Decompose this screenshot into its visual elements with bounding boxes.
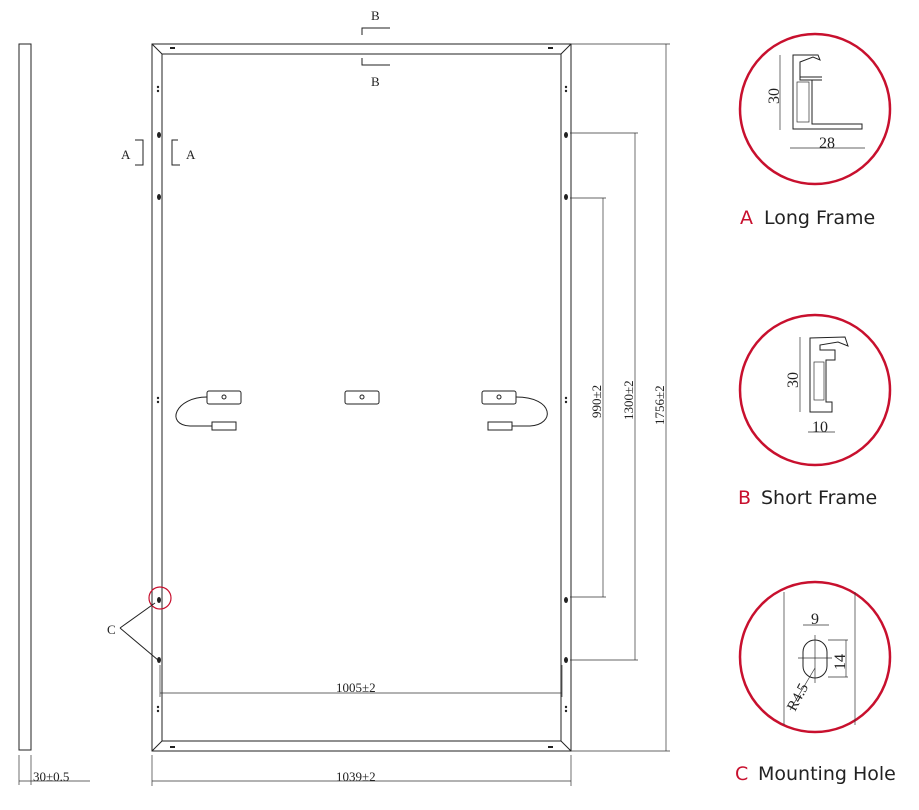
inner-width-label: 1005±2 — [336, 680, 376, 695]
side-thickness-label: 30±0.5 — [33, 769, 69, 784]
detail-c-callout: C — [107, 586, 172, 661]
svg-text:B: B — [738, 487, 751, 509]
mounting-holes — [156, 47, 568, 748]
detail-short-frame: 30 10 B Short Frame — [738, 313, 892, 509]
dimensions: 1039±2 1005±2 1756±2 1300±2 990±2 — [151, 43, 670, 786]
svg-text:Short Frame: Short Frame — [761, 487, 877, 509]
hole-spacing-outer-label: 1300±2 — [621, 380, 636, 420]
overall-width-label: 1039±2 — [336, 769, 376, 784]
svg-text:A: A — [121, 147, 131, 162]
junction-boxes — [175, 390, 548, 431]
hole-spacing-inner-label: 990±2 — [589, 385, 604, 418]
svg-text:C: C — [735, 763, 748, 785]
section-b-mark: B B — [361, 8, 390, 89]
svg-text:10: 10 — [812, 419, 828, 436]
panel-back-view: B B A A C — [107, 8, 572, 752]
svg-text:A: A — [186, 147, 196, 162]
detail-mounting-hole: 9 14 R4.5 C Mounting Hole — [735, 580, 896, 785]
side-view: 30±0.5 — [18, 43, 90, 785]
svg-text:9: 9 — [811, 611, 819, 628]
section-a-mark: A A — [121, 139, 196, 166]
svg-text:14: 14 — [832, 654, 849, 670]
svg-text:B: B — [371, 8, 380, 23]
svg-text:Long Frame: Long Frame — [764, 207, 875, 229]
svg-text:B: B — [371, 74, 380, 89]
svg-text:28: 28 — [819, 135, 835, 152]
svg-text:30: 30 — [785, 372, 802, 388]
detail-long-frame: 30 28 A Long Frame — [738, 32, 892, 229]
svg-text:C: C — [107, 622, 116, 637]
svg-text:30: 30 — [766, 88, 783, 104]
svg-text:A: A — [740, 207, 753, 229]
svg-text:Mounting Hole: Mounting Hole — [758, 763, 896, 785]
overall-length-label: 1756±2 — [652, 385, 667, 425]
